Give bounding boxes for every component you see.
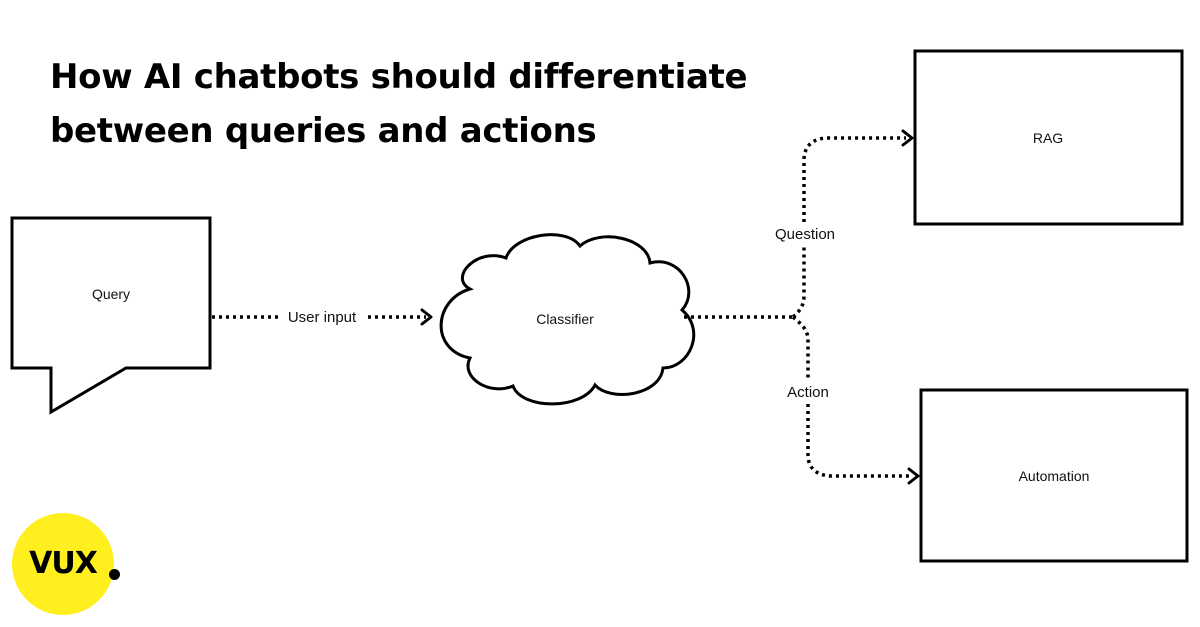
classifier-node: Classifier [439,233,696,406]
automation-box [919,388,1189,563]
page-title: How AI chatbots should differentiate bet… [50,50,810,158]
edge-line [802,136,906,222]
rag-box [913,49,1184,226]
edge-user-input: User input [212,308,433,326]
query-node: Query [10,216,212,415]
classifier-label: Classifier [536,311,594,327]
title-line-1: How AI chatbots should differentiate [50,57,748,97]
edge-action: Action [787,315,920,485]
vux-logo: VUX [12,513,120,615]
edge-label-user-input: User input [288,309,357,326]
arrow-right-icon [420,308,433,326]
speech-bubble-shape [10,216,212,415]
edge-line [791,246,806,319]
edge-label-question: Question [775,226,835,243]
automation-node: Automation [919,388,1189,563]
logo-text: VUX [29,546,98,581]
logo-dot-icon [109,569,120,580]
arrow-right-icon [901,129,914,147]
edge-label-action: Action [787,384,829,401]
query-label: Query [92,286,130,302]
automation-label: Automation [1019,468,1090,484]
edge-line [791,315,810,378]
edge-line [806,404,912,478]
title-line-2: between queries and actions [50,111,597,151]
arrow-right-icon [907,467,920,485]
cloud-shape [439,233,696,406]
edge-question: Question [775,129,914,319]
rag-label: RAG [1033,130,1063,146]
rag-node: RAG [913,49,1184,226]
